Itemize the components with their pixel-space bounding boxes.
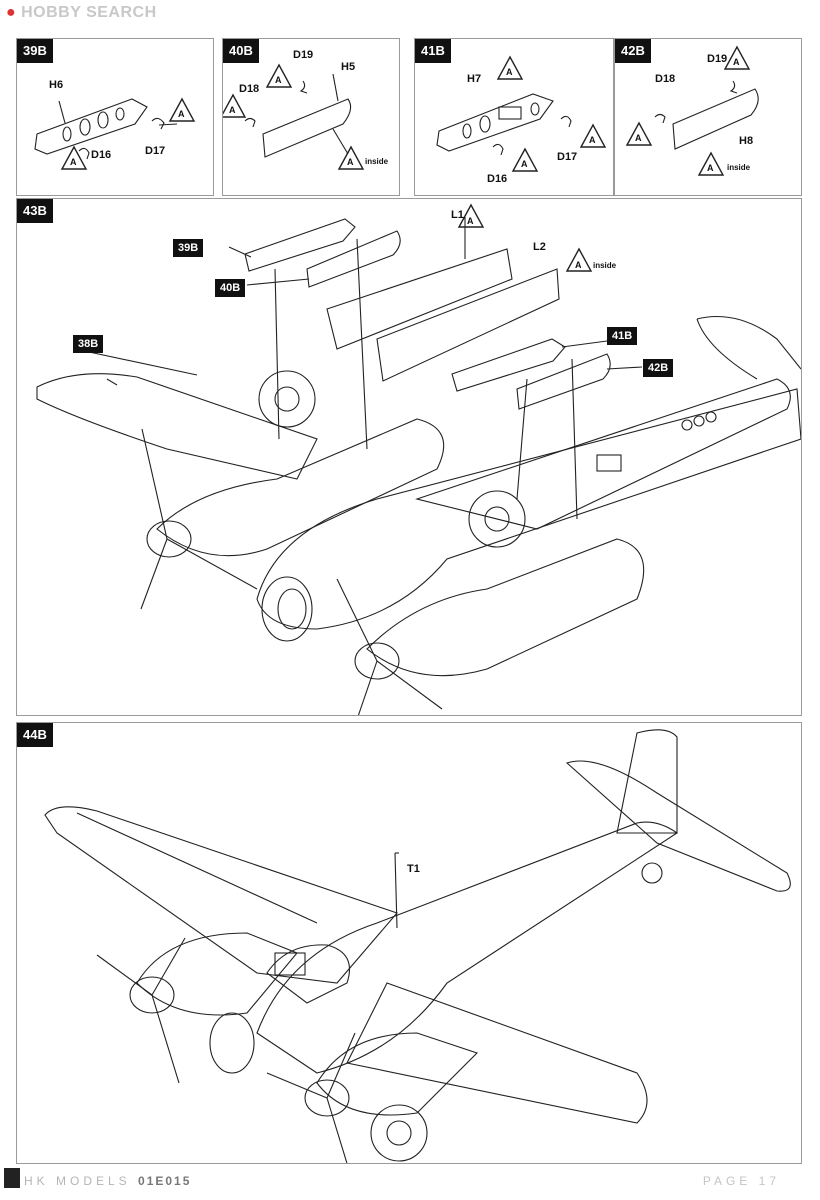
step-label: 41B [415, 39, 451, 63]
aircraft-underside-drawing [36, 203, 801, 715]
aircraft-topside-drawing [44, 729, 791, 1163]
step-label: 39B [17, 39, 53, 63]
glue-marker-a: A [733, 57, 740, 67]
glue-marker-a: A [589, 135, 596, 145]
part-h6-label: H6 [49, 79, 64, 91]
glue-marker-a: A [275, 75, 282, 85]
step-44b-panel: 44B T1 [16, 722, 802, 1164]
step-label: 40B [223, 39, 259, 63]
part-h7-drawing [436, 55, 607, 172]
glue-marker-a: A [707, 163, 714, 173]
part-d17-label: D17 [145, 145, 166, 157]
glue-marker-a: A [467, 216, 474, 226]
step-label: 43B [17, 199, 53, 223]
part-d19-label: D19 [707, 53, 728, 65]
ref-step-42b: 42B [643, 359, 674, 377]
footer: HK MODELS 01E015 PAGE 17 [0, 1168, 820, 1200]
glue-marker-a: A [635, 133, 642, 143]
page-number: PAGE 17 [702, 1174, 780, 1188]
hk-models-logo [4, 1168, 20, 1188]
step-42b-panel: 42B D19 D18 H8 A A A inside [614, 38, 802, 196]
kit-code: 01E015 [138, 1174, 192, 1188]
glue-marker-a: A [178, 109, 185, 119]
part-h8-drawing [625, 45, 759, 176]
part-l2-label: L2 [533, 241, 546, 253]
step-43b-panel: 43B [16, 198, 802, 716]
part-h5-drawing [223, 63, 365, 170]
part-h5-label: H5 [341, 61, 356, 73]
part-l1-label: L1 [451, 209, 464, 221]
part-h6-drawing [34, 97, 196, 170]
glue-marker-a: A [229, 105, 236, 115]
step-label: 42B [615, 39, 651, 63]
logo-icon: ● [6, 4, 17, 21]
part-h7-label: H7 [467, 73, 482, 85]
glue-marker-a: A [521, 159, 528, 169]
part-d17-label: D17 [557, 151, 578, 163]
ref-step-41b: 41B [607, 327, 638, 345]
part-d16-label: D16 [487, 173, 508, 185]
step-label: 44B [17, 723, 53, 747]
glue-marker-a: A [70, 157, 77, 167]
part-h8-label: H8 [739, 135, 754, 147]
part-d16-label: D16 [91, 149, 112, 161]
ref-step-40b: 40B [215, 279, 246, 297]
part-d18-label: D18 [239, 83, 260, 95]
ref-step-38b: 38B [73, 335, 104, 353]
glue-marker-a: A [347, 157, 354, 167]
glue-marker-a: A [575, 260, 582, 270]
part-t1-label: T1 [407, 863, 420, 875]
step-40b-panel: 40B D19 H5 D18 A A A inside [222, 38, 400, 196]
inside-note: inside [727, 163, 751, 172]
brand-text: HK MODELS 01E015 [24, 1174, 192, 1188]
part-d18-label: D18 [655, 73, 676, 85]
watermark: ● HOBBY SEARCH [6, 4, 157, 21]
inside-note: inside [365, 157, 389, 166]
glue-marker-a: A [506, 67, 513, 77]
part-d19-label: D19 [293, 49, 314, 61]
step-39b-panel: 39B H6 D16 D17 A A [16, 38, 214, 196]
ref-step-39b: 39B [173, 239, 204, 257]
step-41b-panel: 41B H7 D16 D17 A A A [414, 38, 614, 196]
inside-note: inside [593, 261, 617, 270]
